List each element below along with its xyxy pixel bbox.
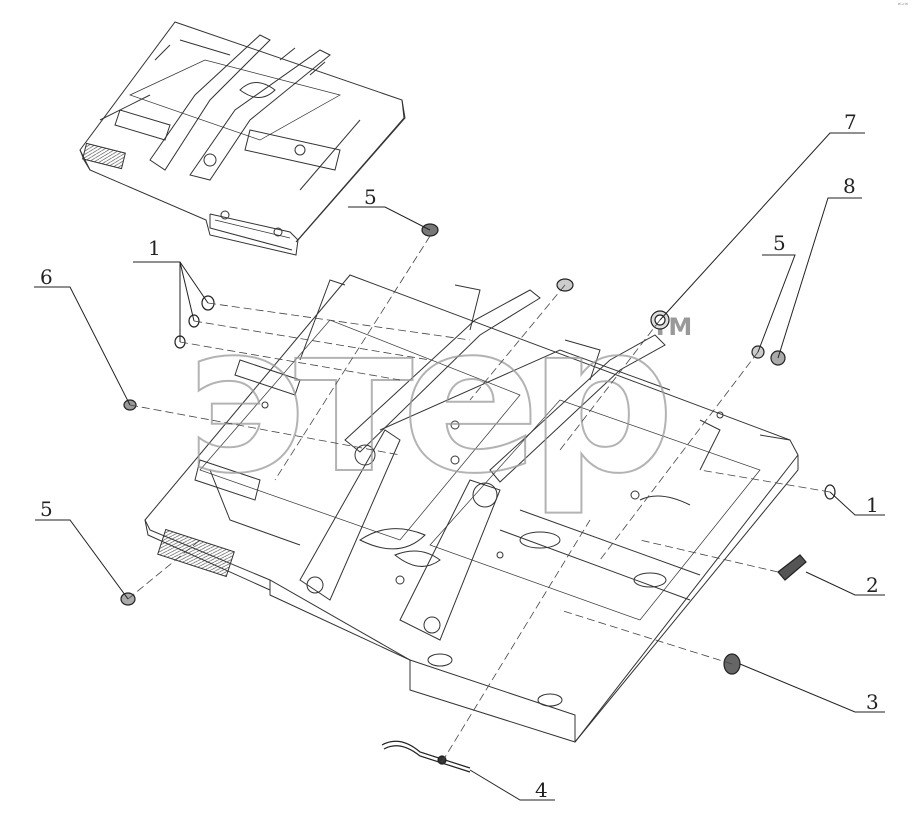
- main-frame-drawing: [144, 274, 799, 743]
- corner-note: ᵉˡ·ⁿⁿ: [897, 2, 908, 9]
- callout-5-top: 5: [364, 185, 377, 209]
- watermark: этер TM: [184, 280, 692, 520]
- callout-1-left: 1: [148, 236, 161, 260]
- callout-7: 7: [844, 110, 857, 134]
- callout-3: 3: [866, 690, 879, 714]
- callout-labels: 1 1 2 3 4 5 5 5 6 7 8: [40, 110, 879, 802]
- part-4-pipe: [381, 740, 471, 769]
- callout-8: 8: [843, 174, 856, 198]
- callout-2: 2: [866, 573, 879, 597]
- parts: [120, 223, 836, 773]
- overview-frame-drawing: [79, 21, 406, 256]
- part-2-cover-plate: [777, 554, 807, 581]
- callout-5-right: 5: [773, 231, 786, 255]
- leader-lines: [34, 132, 885, 801]
- watermark-text: этер: [185, 281, 666, 519]
- assembly-centerlines: [127, 235, 831, 763]
- callout-4: 4: [535, 778, 548, 802]
- callout-1-right: 1: [866, 493, 879, 517]
- callout-6: 6: [40, 265, 53, 289]
- callout-5-left: 5: [40, 497, 53, 521]
